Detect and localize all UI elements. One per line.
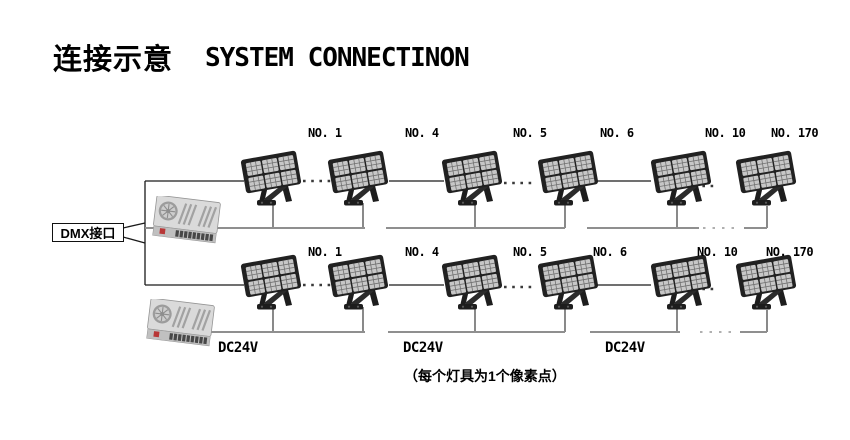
- flood-light-icon: [327, 253, 389, 310]
- power-supply-icon: [146, 299, 216, 348]
- flood-light-icon: [240, 253, 302, 310]
- power-drop-lines: [272, 203, 768, 332]
- flood-light-icon: [441, 149, 503, 206]
- flood-light-icon: [441, 253, 503, 310]
- flood-light-icon: [650, 253, 712, 310]
- page-title-chinese: 连接示意: [53, 44, 174, 76]
- flood-light-icon: [735, 149, 797, 206]
- fixture-number-label: NO. 6: [593, 245, 627, 259]
- flood-light-icon: [537, 253, 599, 310]
- fixture-number-label: NO. 10: [705, 126, 746, 140]
- fixture-number-label: NO. 4: [405, 245, 439, 259]
- dc24v-label: DC24V: [218, 340, 258, 356]
- fixture-number-label: NO. 4: [405, 126, 439, 140]
- fixture-number-label: NO. 170: [766, 245, 814, 259]
- dmx-interface-box: DMX接口: [52, 223, 124, 242]
- dmx-signal-lines: [122, 180, 651, 286]
- fixture-number-label: NO. 5: [513, 126, 547, 140]
- dc-power-bus: [145, 227, 767, 333]
- flood-light-icon: [735, 253, 797, 310]
- fixture-number-label: NO. 6: [600, 126, 634, 140]
- flood-light-icon: [240, 149, 302, 206]
- dmx-interface-label: DMX接口: [60, 226, 116, 241]
- fixture-number-label: NO. 1: [308, 126, 342, 140]
- fixture-number-label: NO. 170: [771, 126, 819, 140]
- flood-light-icon: [327, 149, 389, 206]
- fixture-number-label: NO. 1: [308, 245, 342, 259]
- dc24v-label: DC24V: [605, 340, 645, 356]
- fixture-number-label: NO. 5: [513, 245, 547, 259]
- page-title-english: SYSTEM CONNECTINON: [205, 43, 470, 73]
- fixture-number-label: NO. 10: [697, 245, 738, 259]
- pixel-point-footnote: （每个灯具为1个像素点）: [404, 368, 566, 384]
- power-supply-icon: [152, 196, 222, 245]
- flood-light-icon: [537, 149, 599, 206]
- continuation-dots: [303, 179, 714, 291]
- power-bus-dots: [700, 227, 741, 333]
- dc24v-label: DC24V: [403, 340, 443, 356]
- flood-light-icon: [650, 149, 712, 206]
